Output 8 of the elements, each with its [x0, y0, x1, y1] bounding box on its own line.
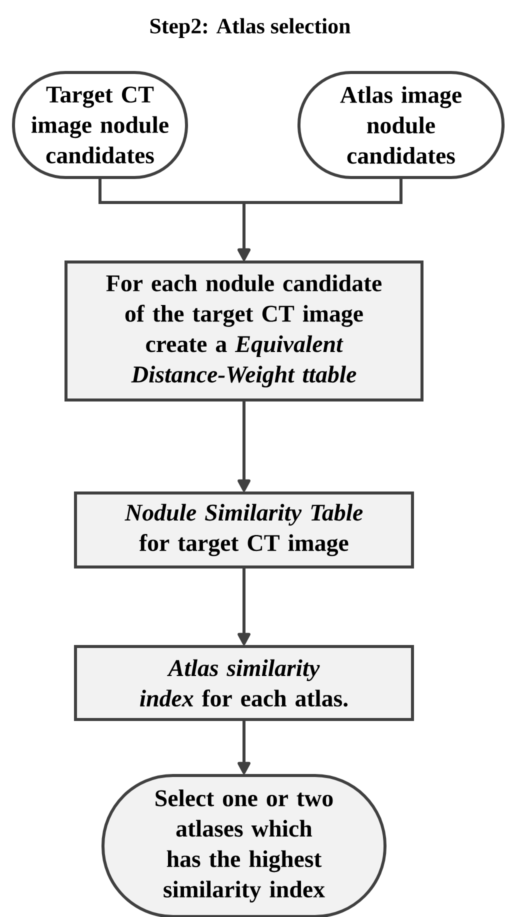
arrow [238, 568, 250, 645]
process-box: Atlas similarity index for each atlas. [74, 645, 414, 721]
title: Step2: Atlas selection [150, 18, 350, 38]
arrow [238, 721, 250, 774]
process-box: Nodule Similarity Table for target CT image [74, 492, 414, 568]
process-box: For each nodule candidate of the target CT image create a Equivalent Distance-Weight ttable [64, 260, 424, 402]
arrow [238, 402, 250, 492]
arrow [238, 179, 402, 260]
